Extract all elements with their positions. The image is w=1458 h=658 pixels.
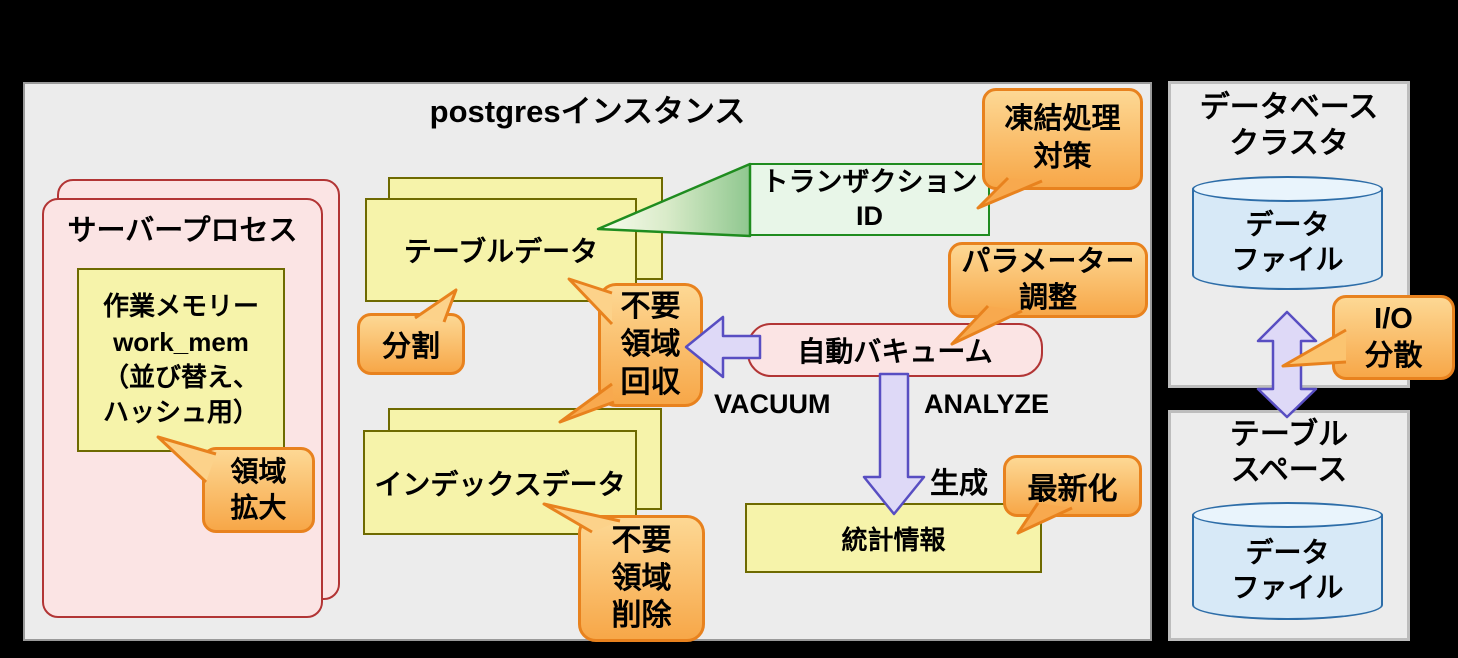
cylinder-top	[1192, 176, 1383, 202]
callout-reclaim-line-2: 領域	[620, 328, 681, 362]
cluster-datafile-line-1: データ	[1245, 209, 1330, 240]
auto-vacuum-box: 自動バキューム	[747, 323, 1043, 377]
callout-freeze-line-1: 凍結処理	[1004, 103, 1121, 136]
vacuum-label: VACUUM	[714, 389, 831, 419]
statistics-label: 統計情報	[841, 524, 946, 555]
callout-io-distribution: I/O 分散	[1332, 295, 1455, 380]
callout-area-expand-line-2: 拡大	[230, 492, 287, 523]
transaction-id-line-2: ID	[856, 200, 883, 231]
callout-area-expand-line-1: 領域	[230, 455, 287, 487]
callout-reclaim-line-3: 回収	[620, 365, 681, 399]
callout-remove-line-1: 不要	[611, 523, 672, 557]
tablespace-datafile-line-2: ファイル	[1231, 572, 1344, 603]
work-mem-box: 作業メモリー work_mem （並び替え、 ハッシュ用）	[77, 268, 285, 452]
database-cluster-title: データベース クラスタ	[1168, 90, 1410, 162]
callout-parameter-line-2: 調整	[1018, 282, 1077, 314]
tablespace-title-line-2: スペース	[1230, 454, 1348, 487]
work-mem-line-4: ハッシュ用）	[102, 397, 259, 428]
tablespace-datafile-label: データ ファイル	[1192, 520, 1383, 620]
callout-refresh: 最新化	[1003, 455, 1142, 517]
callout-parameter-tuning: パラメーター 調整	[948, 242, 1148, 318]
callout-remove-line-2: 領域	[611, 561, 672, 595]
work-mem-line-2: work_mem	[113, 326, 249, 357]
callout-refresh-label: 最新化	[1027, 473, 1118, 506]
callout-reclaim-space: 不要 領域 回収	[598, 283, 703, 407]
index-data-label: インデックスデータ	[374, 468, 626, 500]
callout-remove-space: 不要 領域 削除	[578, 515, 705, 642]
callout-reclaim-line-1: 不要	[620, 290, 681, 324]
transaction-id-box: トランザクション ID	[749, 163, 990, 236]
table-data-label: テーブルデータ	[403, 236, 599, 267]
tablespace-datafile-line-1: データ	[1245, 537, 1330, 568]
statistics-box: 統計情報	[745, 503, 1042, 573]
database-cluster-title-line-1: データベース	[1199, 91, 1379, 124]
transaction-id-line-1: トランザクション	[761, 166, 978, 197]
work-mem-line-3: （並び替え、	[102, 362, 259, 392]
callout-split-label: 分割	[381, 331, 440, 363]
callout-area-expand: 領域 拡大	[202, 447, 315, 533]
tablespace-datafile-cylinder: データ ファイル	[1192, 502, 1383, 620]
server-process-label: サーバープロセス	[67, 215, 298, 247]
cylinder-body	[1192, 189, 1383, 290]
auto-vacuum-label: 自動バキューム	[797, 336, 993, 367]
cylinder-top	[1192, 502, 1383, 528]
callout-io-line-2: 分散	[1364, 339, 1423, 372]
analyze-label: ANALYZE	[924, 389, 1050, 419]
generate-label: 生成	[930, 468, 989, 500]
callout-parameter-line-1: パラメーター	[961, 245, 1135, 278]
work-mem-line-1: 作業メモリー	[102, 291, 259, 322]
database-cluster-title-line-2: クラスタ	[1229, 127, 1349, 160]
callout-freeze-line-2: 対策	[1033, 141, 1092, 173]
table-data-box: テーブルデータ	[365, 198, 637, 302]
cluster-datafile-line-2: ファイル	[1231, 244, 1344, 275]
callout-io-line-1: I/O	[1374, 303, 1413, 336]
callout-remove-line-3: 削除	[611, 599, 672, 633]
cluster-datafile-cylinder: データ ファイル	[1192, 176, 1383, 290]
callout-split: 分割	[357, 313, 465, 375]
page-title: postgresインスタンス	[429, 94, 746, 129]
callout-freeze-countermeasure: 凍結処理 対策	[982, 88, 1143, 190]
tablespace-title: テーブル スペース	[1168, 417, 1410, 489]
cylinder-body	[1192, 515, 1383, 620]
cluster-datafile-label: データ ファイル	[1192, 194, 1383, 290]
tablespace-title-line-1: テーブル	[1229, 418, 1349, 451]
